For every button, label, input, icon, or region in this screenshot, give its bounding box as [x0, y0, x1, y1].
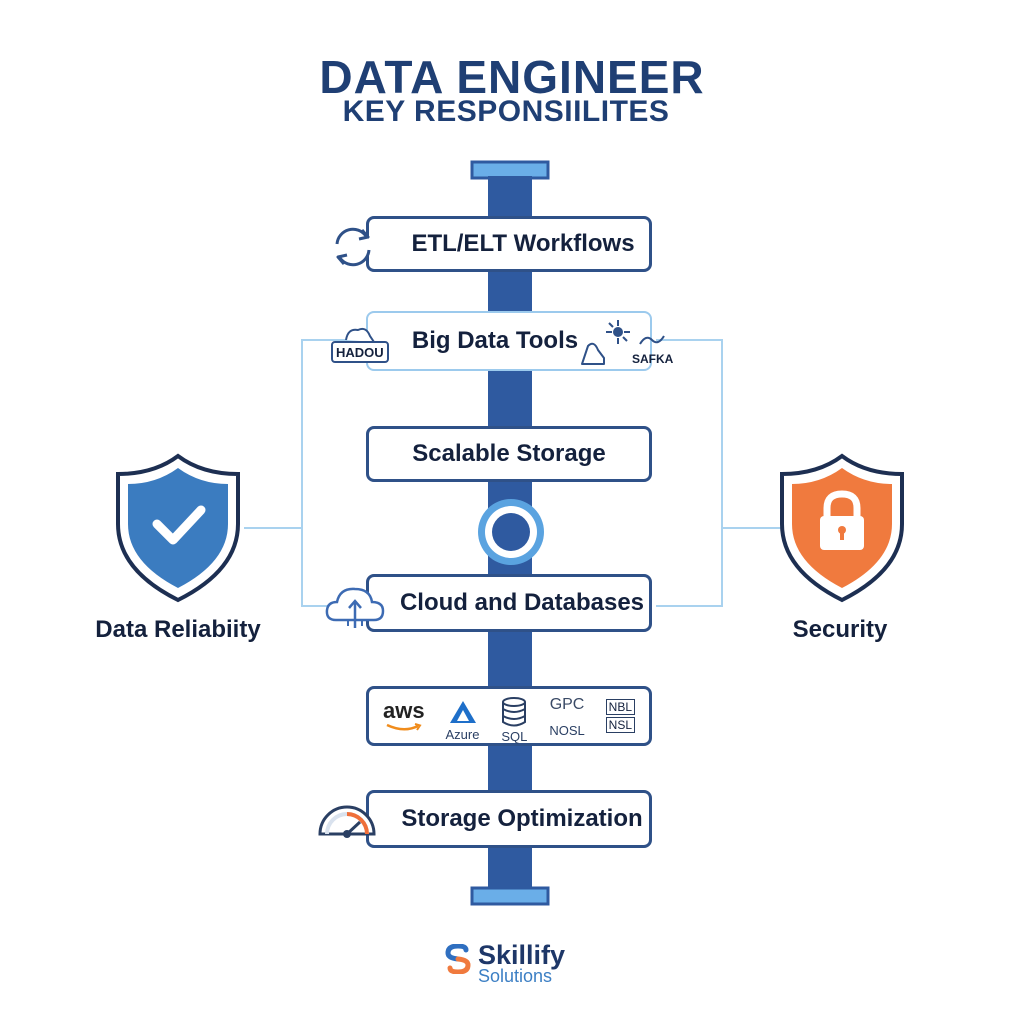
- shield-lock-icon: [780, 453, 904, 603]
- hadoop-icon: HADOU: [330, 322, 390, 368]
- gpc-label: GPC: [549, 695, 585, 713]
- logo-azure: Azure: [445, 699, 480, 742]
- right-bracket: [656, 339, 723, 607]
- skillify-logo-icon: [445, 944, 471, 974]
- logo-aws: aws: [383, 700, 425, 732]
- data-reliability-label: Data Reliabiity: [95, 616, 261, 643]
- aws-smile-icon: [386, 723, 422, 731]
- left-bracket: [301, 339, 366, 607]
- hive-icon: [581, 342, 605, 365]
- nosql-icon: NBL NSL: [605, 699, 635, 733]
- logo-caption: Azure: [445, 726, 480, 742]
- cloud-upload-icon: [325, 587, 385, 628]
- step-scalable-storage[interactable]: Scalable Storage: [366, 426, 652, 482]
- database-icon: [502, 696, 527, 726]
- step-etl-elt-workflows[interactable]: ETL/ELT Workflows: [366, 216, 652, 272]
- step-label: Cloud and Databases: [399, 589, 645, 616]
- spark-icon: [606, 320, 630, 344]
- step-label: Scalable Storage: [412, 440, 606, 467]
- step-cloud-and-databases[interactable]: Cloud and Databases: [366, 574, 652, 632]
- brand-name: Skillify: [478, 940, 566, 970]
- nbl-label: NBL: [605, 699, 635, 715]
- logo-caption: NOSL: [549, 722, 585, 738]
- cloud-logos-panel: aws Azure SQL GPC NOSL NBL NSL: [366, 686, 652, 746]
- step-label: ETL/ELT Workflows: [411, 230, 635, 257]
- kafka-icon-label: SAFKA: [632, 352, 674, 366]
- brand-tagline: Solutions: [478, 966, 553, 986]
- aws-logo-icon: aws: [383, 698, 425, 723]
- step-label: Storage Optimization: [401, 805, 643, 832]
- gauge-icon: [318, 805, 376, 838]
- nsl-label: NSL: [605, 717, 635, 733]
- page-subtitle: KEY RESPONSIILITES: [342, 95, 670, 128]
- page-title: DATA ENGINEER: [319, 51, 705, 103]
- step-label: Big Data Tools: [411, 327, 579, 354]
- logo-caption: SQL: [501, 728, 528, 744]
- security-label: Security: [792, 616, 888, 643]
- hadoop-icon-label: HADOU: [336, 345, 384, 360]
- logo-gpc: GPC NOSL: [549, 695, 584, 738]
- step-storage-optimization[interactable]: Storage Optimization: [366, 790, 652, 848]
- kafka-icon: SAFKA: [628, 332, 674, 370]
- refresh-icon: [335, 227, 371, 267]
- shield-check-icon: [116, 453, 240, 603]
- azure-logo-icon: [449, 700, 476, 723]
- logo-sql: SQL: [500, 696, 528, 744]
- spine-bottom-cap: [470, 886, 550, 906]
- spine-top-cap: [470, 160, 550, 180]
